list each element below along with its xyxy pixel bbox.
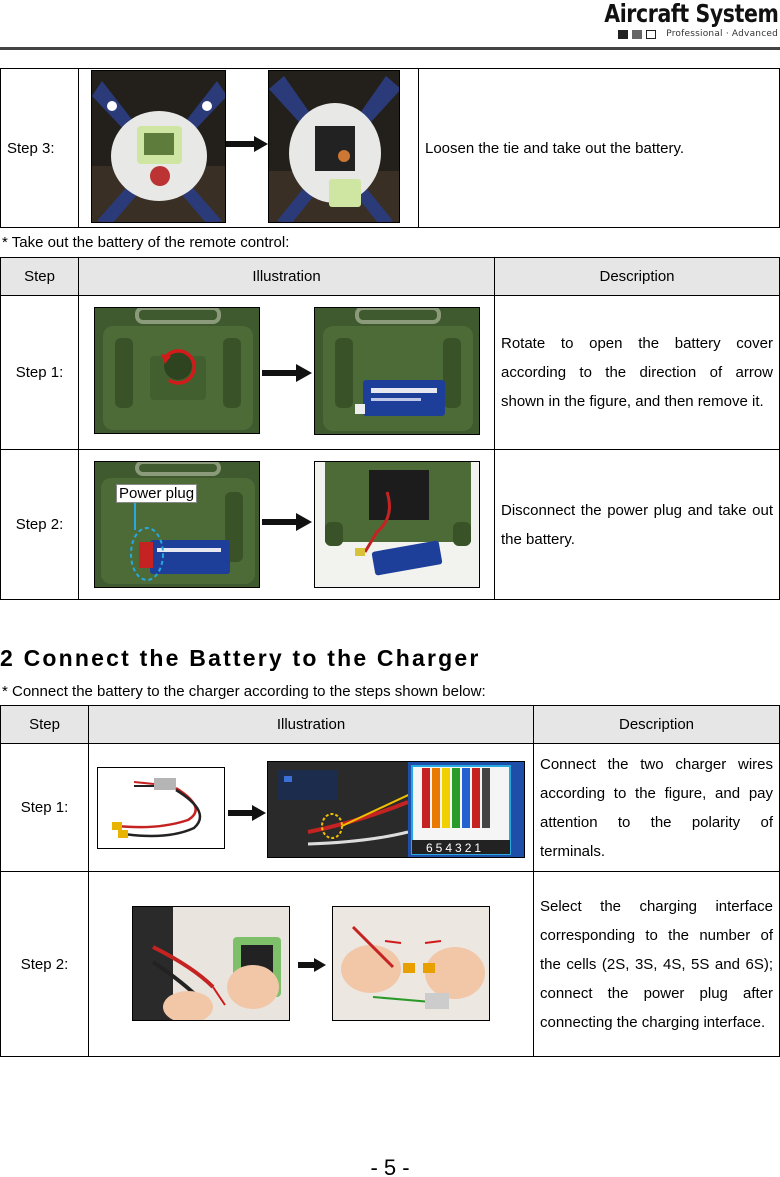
header-illustration: Illustration bbox=[78, 257, 495, 296]
header-divider bbox=[0, 47, 780, 50]
arrow-right-icon bbox=[262, 513, 312, 531]
description-cell: Rotate to open the battery cover accordi… bbox=[494, 295, 780, 450]
arrow-right-icon bbox=[298, 958, 326, 972]
description-cell: Select the charging interface correspond… bbox=[533, 871, 780, 1057]
step-cell: Step 1: bbox=[0, 295, 79, 450]
power-plug-callout: Power plug bbox=[116, 484, 198, 503]
step-cell: Step 3: bbox=[0, 68, 79, 228]
logo-square-icon bbox=[618, 29, 629, 39]
terminal-label: 654321 bbox=[426, 841, 484, 855]
remote-plug-photo bbox=[94, 461, 260, 588]
step-cell: Step 2: bbox=[0, 871, 89, 1057]
header-description: Description bbox=[494, 257, 780, 296]
header-step: Step bbox=[0, 705, 89, 744]
logo-square-icon bbox=[646, 29, 657, 39]
section-title: 2 Connect the Battery to the Charger bbox=[0, 645, 481, 671]
charger-wires-photo bbox=[97, 767, 225, 849]
description-cell: Disconnect the power plug and take out t… bbox=[494, 449, 780, 600]
brand-subline: Professional · Advanced bbox=[566, 29, 778, 39]
step-cell: Step 2: bbox=[0, 449, 79, 600]
charger-plug-photo bbox=[332, 906, 490, 1021]
remote-cover-open-photo bbox=[314, 307, 480, 435]
arrow-right-icon bbox=[262, 364, 312, 382]
arrow-right-icon bbox=[226, 136, 268, 152]
aircraft-after-photo bbox=[268, 70, 400, 223]
header-description: Description bbox=[533, 705, 780, 744]
header-illustration: Illustration bbox=[88, 705, 534, 744]
brand-logo: Aircraft System Professional · Advanced bbox=[566, 0, 779, 39]
description-cell: Connect the two charger wires according … bbox=[533, 743, 780, 872]
logo-square-icon bbox=[632, 29, 643, 39]
brand-tagline: Professional · Advanced bbox=[666, 29, 778, 39]
step-cell: Step 1: bbox=[0, 743, 89, 872]
description-cell: Loosen the tie and take out the battery. bbox=[418, 68, 780, 228]
charger-note: * Connect the battery to the charger acc… bbox=[2, 683, 486, 700]
page-header: Aircraft System Professional · Advanced bbox=[0, 0, 780, 52]
page-number: - 5 - bbox=[370, 1155, 410, 1177]
header-step: Step bbox=[0, 257, 79, 296]
charger-connection-photo: 654321 bbox=[267, 761, 525, 858]
remote-note: * Take out the battery of the remote con… bbox=[2, 234, 290, 251]
brand-title: Aircraft System bbox=[603, 0, 779, 28]
remote-battery-removed-photo bbox=[314, 461, 480, 588]
aircraft-before-photo bbox=[91, 70, 226, 223]
arrow-right-icon bbox=[228, 805, 266, 821]
charger-interface-photo bbox=[132, 906, 290, 1021]
remote-cover-closed-photo bbox=[94, 307, 260, 434]
